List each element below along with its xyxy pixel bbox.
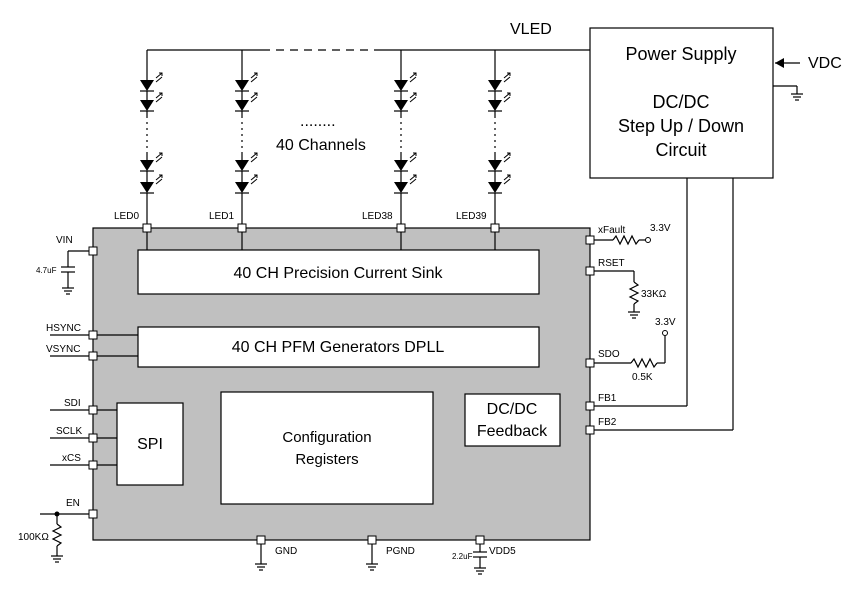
power-supply-line3: Circuit: [655, 140, 706, 160]
en-resistor-value: 100KΩ: [18, 532, 49, 543]
sdo-resistor-value: 0.5K: [632, 372, 653, 383]
spi-label: SPI: [137, 436, 163, 453]
pin-led0: [142, 223, 152, 233]
pin-led38: [396, 223, 406, 233]
led-string-38: [394, 50, 417, 224]
config-label-line1: Configuration: [282, 429, 371, 446]
rset-resistor: [594, 270, 640, 319]
current-sink-label: 40 CH Precision Current Sink: [234, 265, 444, 282]
vdc-label: VDC: [808, 55, 842, 72]
vin-label: VIN: [56, 235, 73, 246]
xfault-voltage: 3.3V: [650, 223, 671, 234]
left-pin-squares: [88, 246, 98, 519]
en-resistor: [40, 511, 89, 563]
power-supply-line2: Step Up / Down: [618, 116, 744, 136]
xcs-label: xCS: [62, 453, 81, 464]
vin-capacitor: [61, 250, 89, 295]
pfm-label: 40 CH PFM Generators DPLL: [232, 339, 445, 356]
power-supply-line1: DC/DC: [653, 92, 710, 112]
current-sink-block: [137, 249, 540, 295]
vdd5-capacitor: [473, 544, 487, 575]
feedback-wires: [593, 178, 734, 431]
led-string-39: [488, 50, 511, 224]
vdd5-cap-value: 2.2uF: [452, 552, 473, 561]
supply-ground-icon: [773, 85, 803, 101]
sdo-pullup: [594, 330, 668, 369]
gnd-ground-icon: [255, 544, 267, 571]
spi-block: [116, 402, 184, 486]
hsync-label: HSYNC: [46, 323, 81, 334]
rset-label: RSET: [598, 258, 625, 269]
pfm-block: [137, 326, 540, 368]
fb1-label: FB1: [598, 393, 617, 404]
feedback-label-line2: Feedback: [477, 423, 548, 440]
feedback-label-line1: DC/DC: [487, 401, 538, 418]
vsync-label: VSYNC: [46, 344, 80, 355]
channels-dots: ........: [300, 113, 336, 130]
power-supply-box: [589, 27, 774, 179]
sdo-label: SDO: [598, 349, 620, 360]
channels-label: 40 Channels: [276, 137, 366, 154]
led-string-0: [140, 50, 163, 224]
vdc-arrow-icon: [775, 58, 784, 68]
led38-label: LED38: [362, 211, 393, 222]
power-supply-title: Power Supply: [625, 44, 736, 64]
xfault-pullup: [594, 234, 651, 246]
pin-led39: [490, 223, 500, 233]
fb2-label: FB2: [598, 417, 617, 428]
vin-cap-value: 4.7uF: [36, 266, 57, 275]
xfault-label: xFault: [598, 225, 625, 236]
vdd5-label: VDD5: [489, 546, 516, 557]
led39-label: LED39: [456, 211, 487, 222]
gnd-label: GND: [275, 546, 297, 557]
led1-label: LED1: [209, 211, 234, 222]
left-pin-wires: [50, 334, 138, 466]
pgnd-ground-icon: [366, 544, 378, 571]
sdo-voltage: 3.3V: [655, 317, 676, 328]
sdi-label: SDI: [64, 398, 81, 409]
sclk-label: SCLK: [56, 426, 82, 437]
pin-led1: [237, 223, 247, 233]
config-label-line2: Registers: [295, 451, 358, 468]
rset-resistor-value: 33KΩ: [641, 289, 667, 300]
pgnd-label: PGND: [386, 546, 415, 557]
vled-label: VLED: [510, 21, 552, 38]
led0-label: LED0: [114, 211, 139, 222]
en-label: EN: [66, 498, 80, 509]
dcdc-feedback-block: [464, 393, 561, 447]
led-string-1: [235, 50, 258, 224]
config-registers-block: [220, 391, 434, 505]
led-internal-lines: [146, 232, 496, 250]
